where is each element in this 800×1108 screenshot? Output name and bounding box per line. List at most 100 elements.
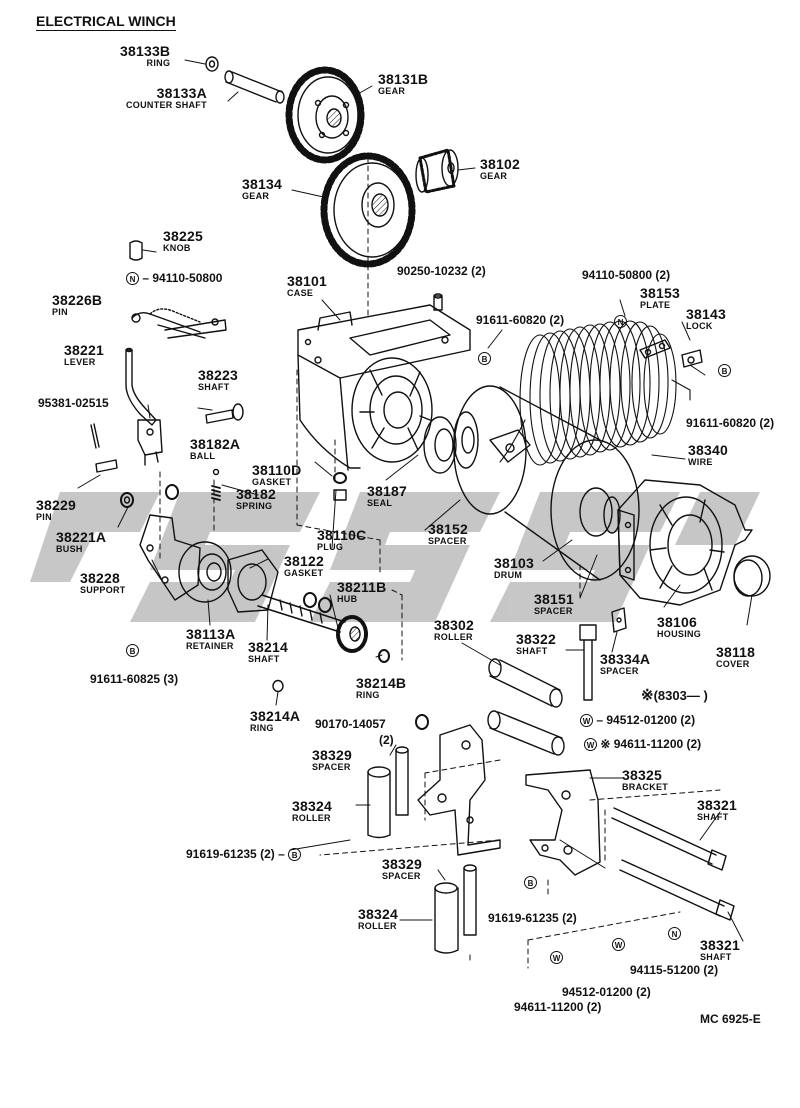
roller-38324-upper-drawing bbox=[367, 766, 391, 839]
shaft-38223-drawing bbox=[205, 403, 244, 424]
callout: 91611-60820 (2) bbox=[476, 313, 565, 327]
roller-38302-drawing bbox=[487, 658, 565, 756]
callout-w: W ※ 94611-11200 (2) bbox=[584, 738, 701, 752]
diagram-title: ELECTRICAL WINCH bbox=[36, 13, 176, 31]
n-badge-icon: N bbox=[668, 927, 681, 941]
callout: 90170-14057 bbox=[315, 717, 386, 731]
w-badge-icon: W bbox=[612, 938, 625, 952]
seal-38187-drawing bbox=[423, 416, 457, 474]
ring-38133B-drawing bbox=[205, 56, 219, 72]
cover-38118-drawing bbox=[733, 555, 771, 597]
lever-38221-drawing bbox=[125, 347, 163, 466]
callout: 91619-61235 (2) bbox=[488, 911, 577, 925]
assembly-dashed-lines bbox=[159, 159, 721, 969]
housing-38106-drawing bbox=[617, 479, 753, 606]
shaft-38321-upper-drawing bbox=[611, 807, 727, 871]
b-badge-icon: B bbox=[718, 364, 731, 378]
retainer-38113A-drawing bbox=[178, 541, 232, 603]
callout: 94110-50800 (2) bbox=[582, 268, 671, 282]
ball-spring-drawing bbox=[211, 468, 221, 501]
drum-38103-drawing bbox=[453, 385, 640, 581]
callout-n: N – 94110-50800 bbox=[126, 272, 222, 286]
b-badge-icon: B bbox=[288, 848, 302, 862]
callout: 94611-11200 (2) bbox=[514, 1000, 602, 1014]
nut-90170-drawing bbox=[415, 714, 429, 730]
gear-38134-drawing bbox=[320, 152, 416, 268]
plug-38110C-drawing bbox=[333, 472, 347, 501]
ring-38214B-drawing bbox=[378, 649, 390, 663]
w-badge-icon: W bbox=[584, 738, 597, 752]
hub-38211B-drawing bbox=[336, 615, 368, 653]
callout: 94115-51200 (2) bbox=[630, 963, 719, 977]
nut-drawing bbox=[165, 484, 179, 500]
callout: 94512-01200 (2) bbox=[562, 985, 651, 999]
bracket-38325-drawing bbox=[525, 769, 601, 876]
spacer-38151-drawing bbox=[603, 496, 621, 534]
date-note: ※(8303— ) bbox=[641, 687, 708, 704]
spacer-38329-upper-drawing bbox=[395, 746, 409, 816]
callout: 95381-02515 bbox=[38, 396, 109, 410]
bush-38221A-drawing bbox=[120, 492, 134, 508]
pin-38229-drawing bbox=[95, 459, 118, 473]
shaft-38321-lower-drawing bbox=[619, 859, 735, 921]
pin-95381-drawing bbox=[90, 423, 100, 449]
n-badge-icon: N bbox=[614, 315, 627, 329]
counter-shaft-38133A-drawing bbox=[224, 70, 285, 104]
w-badge-icon: W bbox=[550, 951, 563, 965]
gear-38131B-drawing bbox=[285, 66, 365, 164]
w-badge-icon: W bbox=[580, 714, 593, 728]
case-38101-drawing bbox=[297, 304, 471, 471]
ring-38214A-drawing bbox=[272, 679, 284, 693]
callout: 91611-60825 (3) bbox=[90, 672, 179, 686]
b-badge-icon: B bbox=[478, 352, 491, 366]
support-38228-drawing bbox=[139, 514, 201, 601]
callout: (2) bbox=[379, 733, 394, 747]
bolt-90250-drawing bbox=[433, 293, 443, 311]
pin-38226B-drawing bbox=[131, 308, 227, 339]
left-bracket-drawing bbox=[417, 724, 501, 856]
watermark-graphic bbox=[30, 492, 760, 622]
gear-38102-drawing bbox=[415, 148, 459, 194]
shaft-38214-drawing bbox=[257, 592, 346, 633]
b-badge-icon: B bbox=[126, 644, 139, 658]
callout-w: W – 94512-01200 (2) bbox=[580, 714, 695, 728]
spacer-38334A-drawing bbox=[611, 607, 627, 633]
